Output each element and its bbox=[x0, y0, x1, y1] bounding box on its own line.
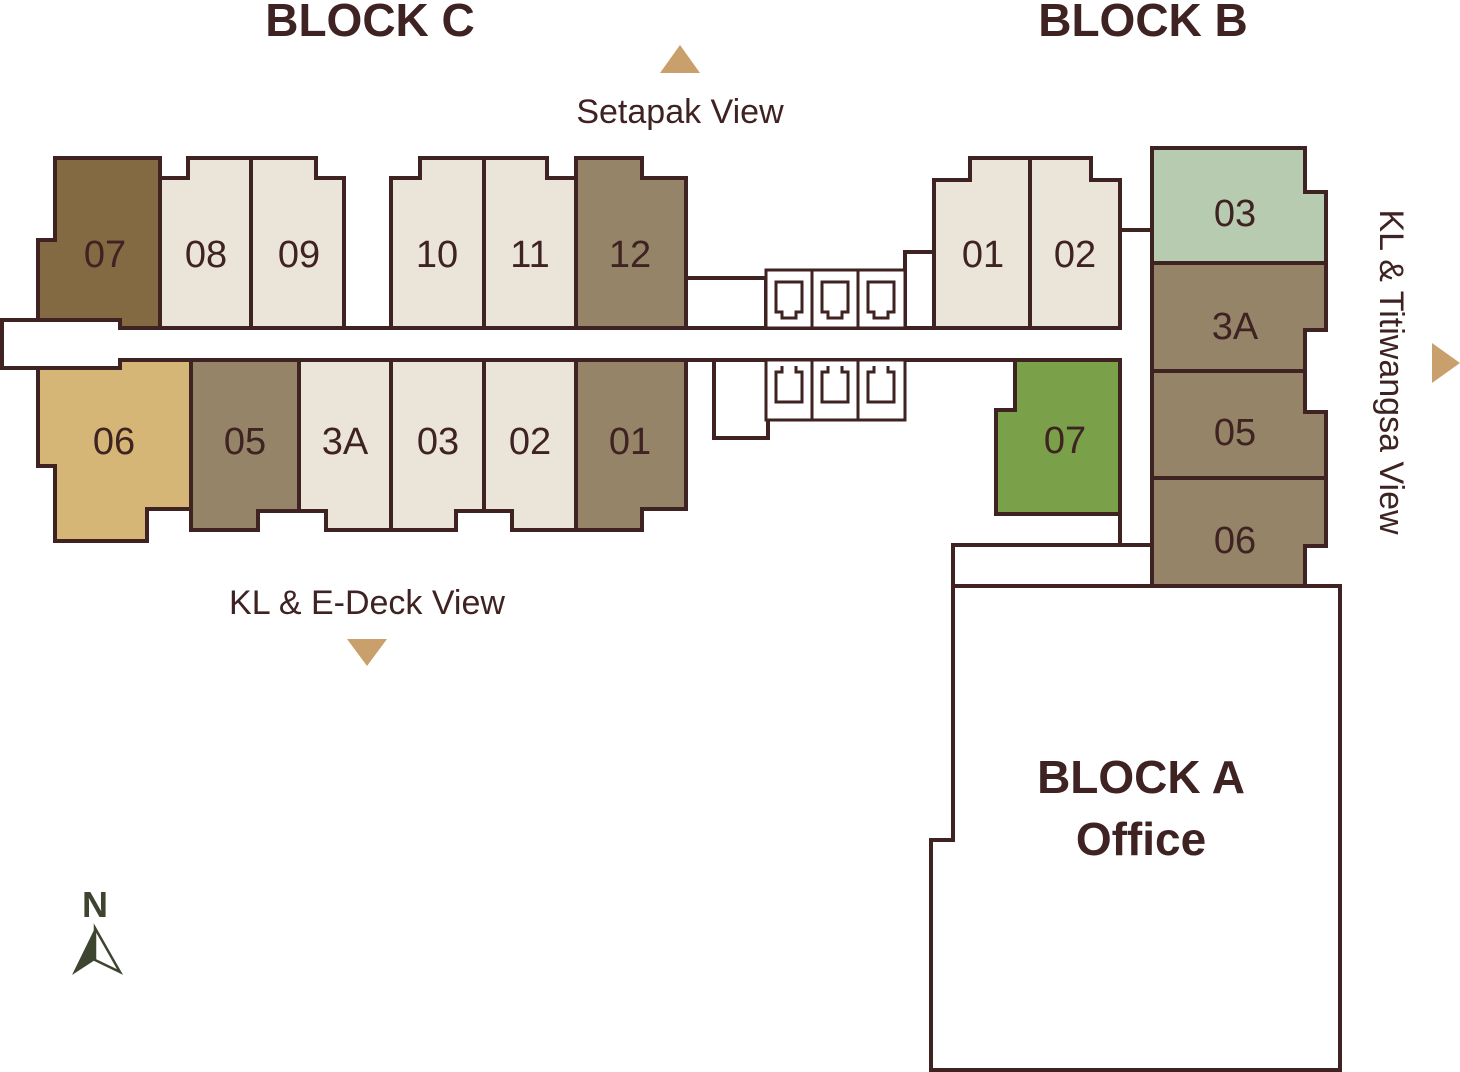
unit-label: 06 bbox=[93, 421, 135, 463]
unit-label: 05 bbox=[1214, 412, 1256, 454]
lift-bank-top bbox=[764, 268, 907, 330]
unit-label: 08 bbox=[185, 234, 227, 276]
block-a-office[interactable]: BLOCK A Office bbox=[929, 584, 1342, 1072]
unit-label: 07 bbox=[1044, 420, 1086, 462]
lift-icon bbox=[774, 366, 896, 404]
setapak-view-label: Setapak View bbox=[576, 93, 784, 131]
unit-label: 02 bbox=[1054, 234, 1096, 276]
unit-b06[interactable]: 06 bbox=[1150, 476, 1328, 588]
north-compass: N bbox=[72, 884, 124, 975]
corridor-end-left bbox=[0, 318, 122, 370]
unit-label: 01 bbox=[962, 234, 1004, 276]
compass-arrow-icon bbox=[72, 928, 95, 975]
service-room bbox=[684, 276, 768, 330]
unit-b05[interactable]: 05 bbox=[1150, 369, 1328, 480]
unit-label: 06 bbox=[1214, 520, 1256, 562]
kl-titiwangsa-view-label: KL & Titiwangsa View bbox=[1372, 209, 1410, 535]
block-a-subtitle: Office bbox=[1076, 813, 1206, 865]
unit-b3a[interactable]: 3A bbox=[1150, 261, 1328, 373]
unit-c11[interactable]: 11 bbox=[482, 156, 578, 330]
unit-b07[interactable]: 07 bbox=[994, 358, 1122, 516]
unit-label: 05 bbox=[224, 421, 266, 463]
unit-c03[interactable]: 03 bbox=[389, 358, 486, 532]
unit-c02[interactable]: 02 bbox=[482, 358, 578, 532]
unit-c08[interactable]: 08 bbox=[158, 156, 253, 330]
unit-label: 03 bbox=[1214, 193, 1256, 235]
service-room-small bbox=[903, 250, 936, 330]
unit-c3a[interactable]: 3A bbox=[297, 358, 393, 532]
unit-label: 11 bbox=[510, 234, 549, 276]
unit-label: 07 bbox=[84, 234, 126, 276]
unit-c10[interactable]: 10 bbox=[389, 156, 486, 330]
link-corridor bbox=[951, 543, 1154, 588]
unit-label: 12 bbox=[609, 234, 651, 276]
unit-c06[interactable]: 06 bbox=[36, 358, 193, 543]
compass-arrow-outline bbox=[93, 923, 124, 975]
kl-edeck-view-label: KL & E-Deck View bbox=[229, 584, 505, 622]
unit-label: 02 bbox=[509, 421, 551, 463]
north-arrow-icon bbox=[660, 45, 700, 73]
south-arrow-icon bbox=[347, 639, 387, 666]
unit-label: 10 bbox=[416, 234, 458, 276]
unit-label: 3A bbox=[1212, 306, 1259, 348]
unit-b02[interactable]: 02 bbox=[1028, 156, 1122, 330]
unit-c07[interactable]: 07 bbox=[36, 156, 162, 330]
block-c-title: BLOCK C bbox=[265, 0, 475, 46]
block-b-title: BLOCK B bbox=[1038, 0, 1248, 46]
unit-label: 09 bbox=[278, 234, 320, 276]
east-arrow-icon bbox=[1432, 343, 1460, 383]
unit-c01[interactable]: 01 bbox=[574, 358, 688, 532]
unit-b03[interactable]: 03 bbox=[1150, 146, 1328, 265]
lift-icon bbox=[774, 280, 896, 320]
unit-label: 01 bbox=[609, 421, 651, 463]
unit-c09[interactable]: 09 bbox=[249, 156, 346, 330]
lift-bank-bottom bbox=[764, 358, 907, 422]
unit-label: 03 bbox=[417, 421, 459, 463]
unit-c05[interactable]: 05 bbox=[189, 358, 301, 532]
corridor-gap bbox=[118, 330, 122, 358]
lobby-room bbox=[712, 358, 770, 440]
unit-c12[interactable]: 12 bbox=[574, 156, 688, 330]
unit-label: 3A bbox=[322, 421, 369, 463]
unit-b01[interactable]: 01 bbox=[932, 156, 1032, 330]
compass-north-label: N bbox=[82, 884, 108, 925]
block-a-title: BLOCK A bbox=[1037, 751, 1245, 803]
